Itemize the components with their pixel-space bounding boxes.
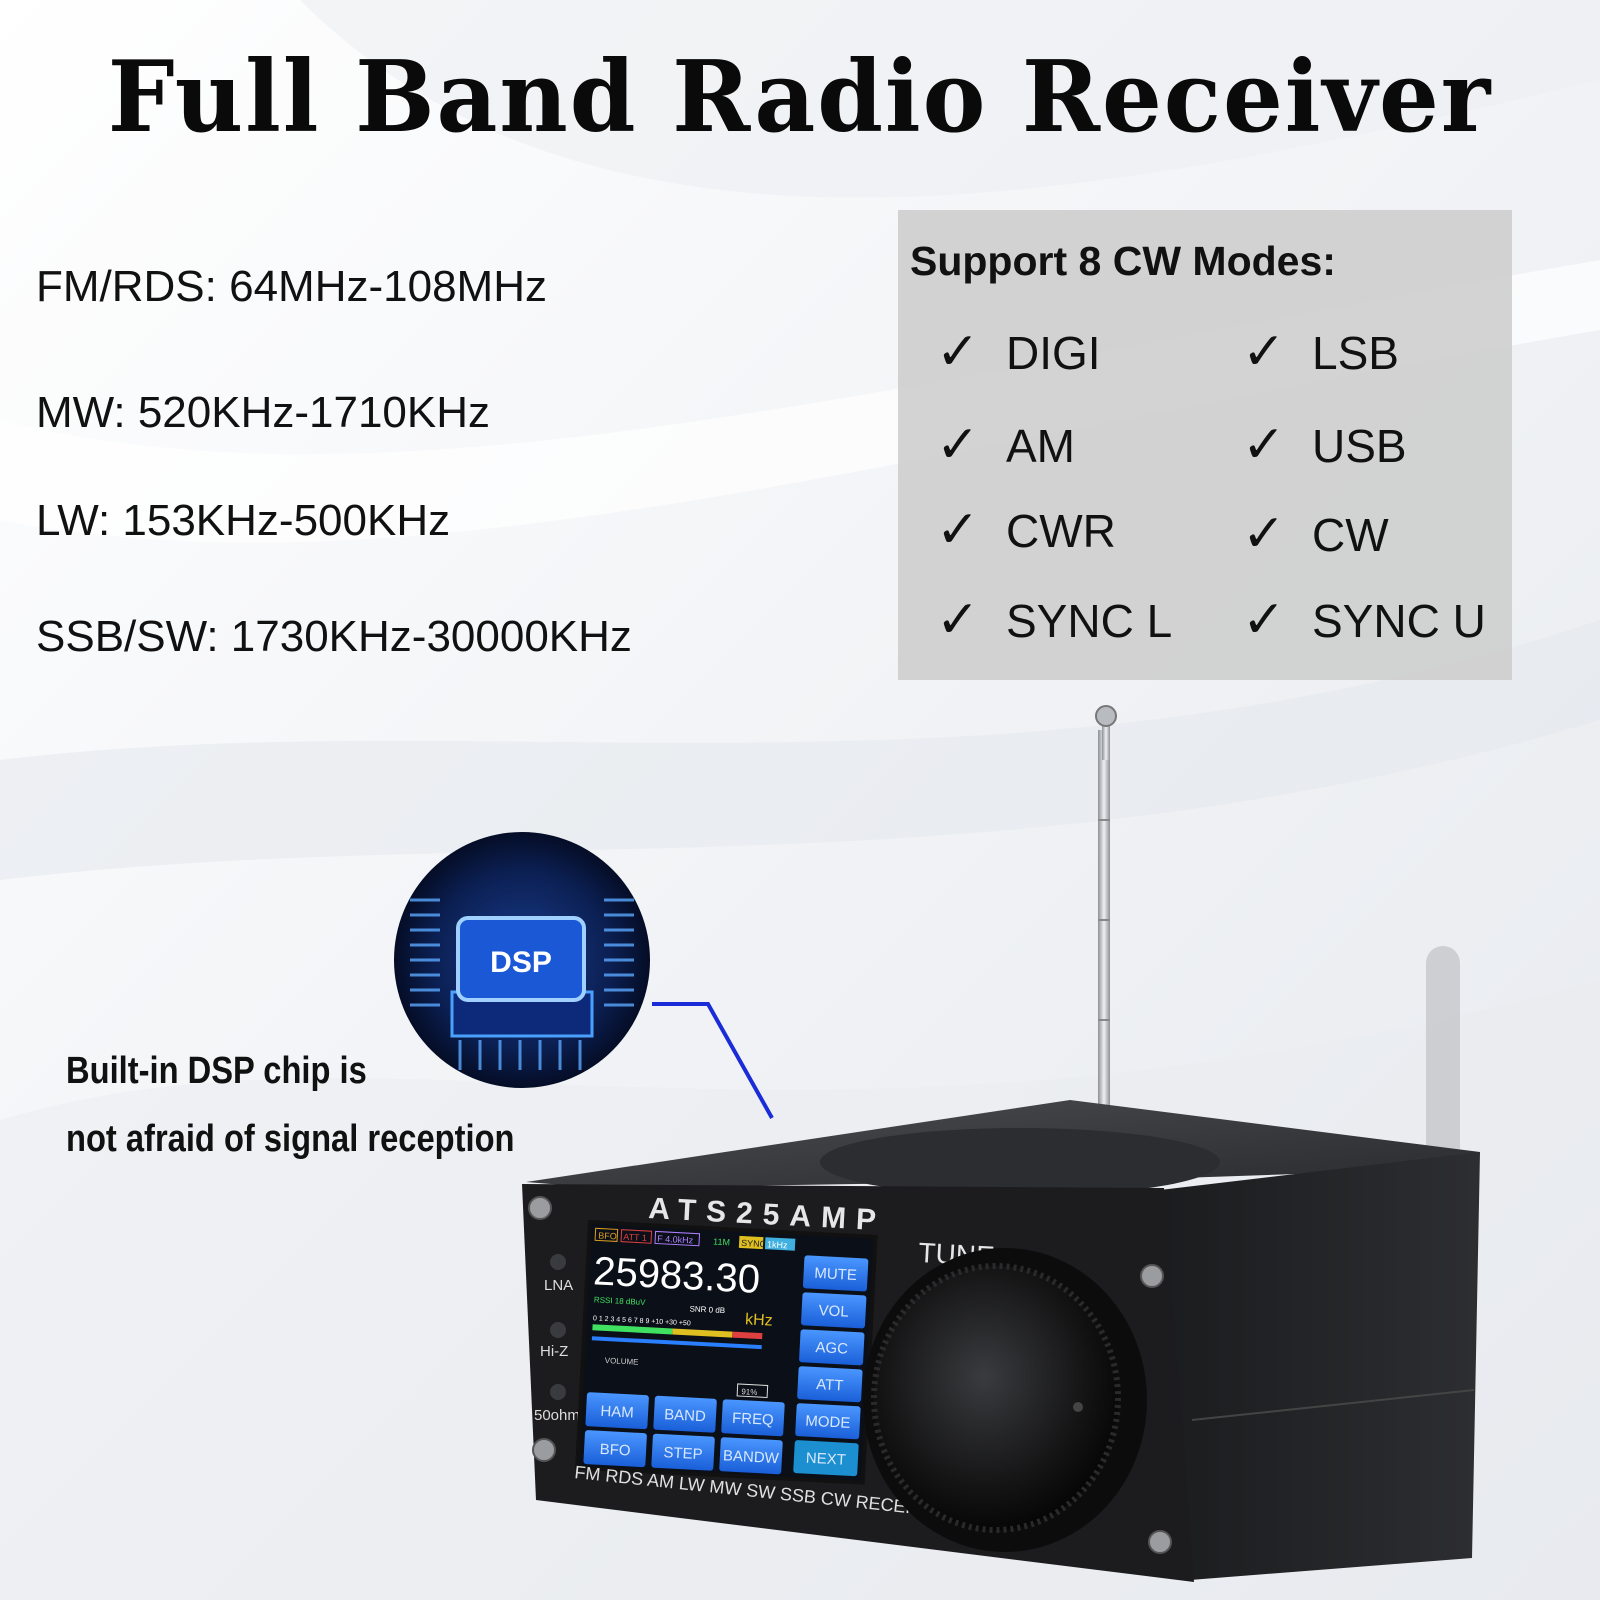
mode-label: SYNC U: [1312, 595, 1486, 647]
screen-button-mode[interactable]: [795, 1403, 861, 1440]
screen-button-bfo[interactable]: [583, 1430, 647, 1468]
speaker-grille: [820, 1128, 1220, 1196]
status-tag: 11M: [713, 1236, 730, 1247]
screen-button-next[interactable]: [793, 1440, 859, 1477]
screen-button-bandw[interactable]: [719, 1437, 783, 1475]
hi-z-label: Hi-Z: [540, 1343, 568, 1360]
mode-label: CWR: [1006, 505, 1116, 557]
screen-button-label: ATT: [816, 1376, 844, 1394]
screen-button-agc[interactable]: [799, 1329, 865, 1366]
mode-label: LSB: [1312, 327, 1399, 379]
screen-button-label: FREQ: [732, 1410, 775, 1429]
volume-label: VOLUME: [605, 1356, 639, 1367]
tune-knob[interactable]: [863, 1248, 1147, 1552]
screen-button-label: HAM: [600, 1403, 634, 1422]
status-tag: F 4.0kHz: [657, 1234, 694, 1246]
screen-button-label: MUTE: [814, 1265, 857, 1284]
status-tag: 1kHz: [767, 1239, 788, 1250]
mode-item: ✓ SYNC U: [1242, 590, 1486, 650]
screen-button-freq[interactable]: [721, 1399, 785, 1437]
status-tag: SYNC: [741, 1238, 767, 1249]
screen-button-label: NEXT: [805, 1450, 846, 1469]
status-tag: ATT 1: [623, 1232, 647, 1243]
rssi-readout: RSSI 18 dBuV: [594, 1295, 647, 1307]
s-meter-bars: [591, 1324, 763, 1350]
band-mw: MW: 520KHz-1710KHz: [36, 388, 491, 437]
band-ssb-sw: SSB/SW: 1730KHz-30000KHz: [36, 612, 632, 661]
screen-button-label: STEP: [663, 1444, 703, 1463]
screen-button-label: MODE: [805, 1413, 851, 1432]
dsp-caption-line1: Built-in DSP chip is: [66, 1050, 367, 1092]
connector-line: [652, 1002, 774, 1119]
screen-button-label: AGC: [815, 1339, 849, 1358]
modes-heading: Support 8 CW Modes:: [910, 238, 1336, 284]
device-right-side: [1160, 1152, 1480, 1580]
mode-item: ✓ DIGI: [936, 322, 1101, 382]
screen-button-label: BANDW: [723, 1447, 780, 1467]
screen-button-label: BAND: [664, 1406, 707, 1425]
mode-item: ✓ LSB: [1242, 322, 1399, 382]
screen-button-label: VOL: [818, 1302, 849, 1321]
lcd-screen: BFO ATT 1 F 4.0kHz 11M SYNC 1kHz 25983.3…: [575, 1219, 878, 1485]
screen-button-step[interactable]: [651, 1433, 715, 1471]
check-icon: ✓: [1242, 415, 1286, 475]
check-icon: ✓: [936, 590, 980, 650]
dsp-caption-line2: not afraid of signal reception: [66, 1118, 515, 1160]
check-icon: ✓: [936, 415, 980, 475]
mode-label: DIGI: [1006, 327, 1101, 379]
mode-label: USB: [1312, 420, 1407, 472]
screw-icon: [528, 1196, 1172, 1554]
screen-button-vol[interactable]: [801, 1292, 867, 1329]
screen-button-ham[interactable]: [585, 1392, 649, 1430]
mode-item: ✓ CW: [1242, 504, 1389, 564]
band-fm: FM/RDS: 64MHz-108MHz: [36, 262, 547, 311]
frequency-display: 25983.30: [592, 1249, 761, 1302]
mode-item: ✓ SYNC L: [936, 590, 1172, 650]
status-tag: BFO: [598, 1230, 617, 1241]
dsp-chip-label: DSP: [490, 946, 552, 979]
mode-item: ✓ USB: [1242, 415, 1407, 475]
check-icon: ✓: [1242, 590, 1286, 650]
mode-label: CW: [1312, 509, 1389, 561]
modes-panel: Support 8 CW Modes: ✓ DIGI ✓ AM ✓ CWR ✓ SYNC…: [898, 210, 1512, 680]
mode-item: ✓ CWR: [936, 500, 1116, 560]
check-icon: ✓: [936, 322, 980, 382]
mode-item: ✓ AM: [936, 415, 1075, 475]
screen-button-label: BFO: [599, 1441, 631, 1460]
50ohm-label: 50ohm: [534, 1407, 580, 1424]
dsp-chip-image: DSP: [394, 832, 650, 1088]
page-title: Full Band Radio Receiver: [107, 40, 1493, 155]
telescopic-antenna: [1095, 705, 1117, 1130]
screen-button-att[interactable]: [797, 1366, 863, 1403]
check-icon: ✓: [936, 500, 980, 560]
frequency-unit: kHz: [745, 1311, 773, 1329]
mode-label: SYNC L: [1006, 595, 1173, 647]
check-icon: ✓: [1242, 322, 1286, 382]
band-lw: LW: 153KHz-500KHz: [36, 496, 451, 545]
mode-label: AM: [1006, 420, 1075, 472]
lna-label: LNA: [544, 1277, 573, 1294]
snr-readout: SNR 0 dB: [689, 1304, 725, 1315]
check-icon: ✓: [1242, 504, 1286, 564]
screen-button-band[interactable]: [653, 1395, 717, 1433]
battery-indicator: 91%: [741, 1387, 757, 1397]
screen-button-mute[interactable]: [802, 1255, 869, 1292]
